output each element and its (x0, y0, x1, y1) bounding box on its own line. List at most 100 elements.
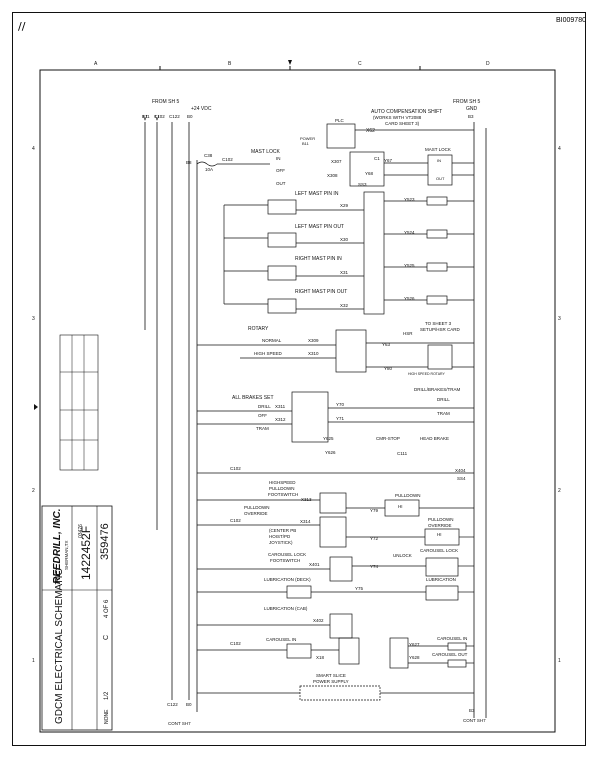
y71-label: Y71 (336, 416, 345, 421)
hs-pulldown-label-2: PULLDOWN (269, 486, 295, 491)
sheet-no: 4 OF 6 (104, 599, 110, 618)
override-output (424, 528, 460, 546)
y523-label: Y523 (404, 197, 415, 202)
bus-arrows (154, 114, 160, 121)
ecn-text: 03476 (78, 524, 84, 538)
plc-block (319, 516, 347, 548)
to-sheet3-label: TO SHEET 3 (425, 321, 452, 326)
lub-deck-label: LUBRICATION (DECK) (264, 577, 311, 582)
mast-lock-output-in: IN (437, 158, 441, 163)
sensor-box (267, 232, 297, 248)
x32-label: X32 (340, 303, 349, 308)
revision-frame (59, 334, 99, 471)
revision-block (59, 334, 99, 471)
plc-block (319, 492, 347, 514)
cmr-stop-label: CMR-STOP (376, 436, 400, 441)
x404-label: X404 (455, 468, 466, 473)
mast-pin-group: LEFT MAST PIN IN X29 LEFT MAST PIN OUT X… (223, 191, 474, 315)
y627-label: Y627 (409, 642, 420, 647)
unlock-label: UNLOCK (393, 553, 412, 558)
plc-block (389, 637, 409, 669)
plc-block (338, 637, 360, 665)
hsr-label: HSR (403, 331, 413, 336)
c102-label-c: C102 (230, 518, 241, 523)
x307-label: X307 (331, 159, 342, 164)
auto-comp-label-2: (WORKS WITH VT2088 (373, 115, 422, 120)
scale-text: NONE (104, 709, 110, 724)
x310-label: X310 (308, 351, 319, 356)
y75-label: Y75 (355, 586, 364, 591)
fuse-10a: 10A (205, 167, 213, 172)
carousel-lock-label: CAROUSEL LOCK (268, 552, 306, 557)
y67-label: Y67 (384, 158, 393, 163)
lubrication-label: LUBRICATION (426, 577, 456, 582)
bus-c102-label: C102 (154, 114, 165, 119)
hi-label-2: HI (437, 532, 442, 537)
cont-sh7-right: CONT SH7 (463, 718, 486, 723)
b8-label: B8 (186, 160, 192, 165)
setup-card-label: SETUP/HSR CARD (420, 327, 461, 332)
center-pb-label: (CENTER PB (269, 528, 296, 533)
y74-label: Y74 (370, 564, 379, 569)
y72-label: Y72 (370, 536, 379, 541)
grid-row-1: 1 (32, 658, 35, 664)
y525-label: Y525 (404, 263, 415, 268)
sensor-box (267, 199, 297, 215)
mast-lock-output-label: MAST LOCK (425, 147, 451, 152)
ss4-label: SS4 (457, 476, 466, 481)
title-text: GDCM ELECTRICAL SCHEMATIC (54, 568, 65, 724)
hoist-pd-label: HOIST/PD (269, 534, 291, 539)
carousel-lock-sw-label: CAROUSEL LOCK (420, 548, 458, 553)
x30-label: X30 (340, 237, 349, 242)
c102-label-b: C102 (230, 466, 241, 471)
bus-b3-label: B3 (468, 114, 474, 119)
ss3-label: SS3 (358, 182, 367, 187)
fuse-c38 (196, 161, 218, 167)
company-name: REEDRILL, INC. (52, 508, 63, 584)
hsr-output (427, 344, 453, 370)
grid-col-a: A (94, 61, 98, 67)
sensor-box (267, 298, 297, 314)
bus-c122-label: C122 (169, 114, 180, 119)
head-brake-label: HEAD BRAKE (420, 436, 449, 441)
center-arrow-top (288, 60, 292, 65)
mast-lock-label: MAST LOCK (251, 149, 280, 155)
valve (426, 262, 448, 272)
valve (447, 642, 467, 651)
valve (426, 229, 448, 239)
left-out-label: LEFT MAST PIN OUT (295, 224, 344, 230)
valve (447, 659, 467, 668)
right-in-label: RIGHT MAST PIN IN (295, 256, 342, 262)
y79-label: Y79 (370, 508, 379, 513)
x308-label: X308 (327, 173, 338, 178)
hsr-output-label: HIGH SPEED ROTARY (408, 372, 445, 376)
plc-block (329, 613, 353, 639)
off-label-b: OFF (258, 413, 267, 418)
carousel-fs-label: FOOTSWITCH (270, 558, 300, 563)
plc-block (291, 391, 329, 443)
smart-slice-label: SMART SLICE (316, 673, 346, 678)
grid-col-d: D (486, 61, 490, 67)
from-sh5-left: FROM SH 5 (152, 99, 179, 105)
x312-label: X312 (275, 417, 286, 422)
x401-label: X401 (309, 562, 320, 567)
grid-col-b: B (228, 61, 232, 67)
lub-deck-box (286, 585, 312, 599)
grid-row-2-right: 2 (558, 488, 561, 494)
rotary-label: ROTARY (248, 326, 269, 332)
c111-label: C111 (397, 451, 408, 456)
auto-comp-label-3: CARD SHEET 3) (385, 121, 420, 126)
override-right: OVERRIDE (428, 523, 452, 528)
grid-row-2: 2 (32, 488, 35, 494)
sensor-box (267, 265, 297, 281)
b11-power-label: B11 (302, 141, 310, 146)
plc-label: PLC (335, 118, 345, 123)
outer-frame (12, 12, 586, 746)
c102-label-d: C102 (230, 641, 241, 646)
v24-label: +24 VDC (191, 106, 212, 112)
x309-label: X309 (308, 338, 319, 343)
bottom-c122: C122 (167, 702, 178, 707)
power-label: POWER (300, 136, 315, 141)
lubrication-output (425, 585, 459, 601)
grid-row-1-right: 1 (558, 658, 561, 664)
